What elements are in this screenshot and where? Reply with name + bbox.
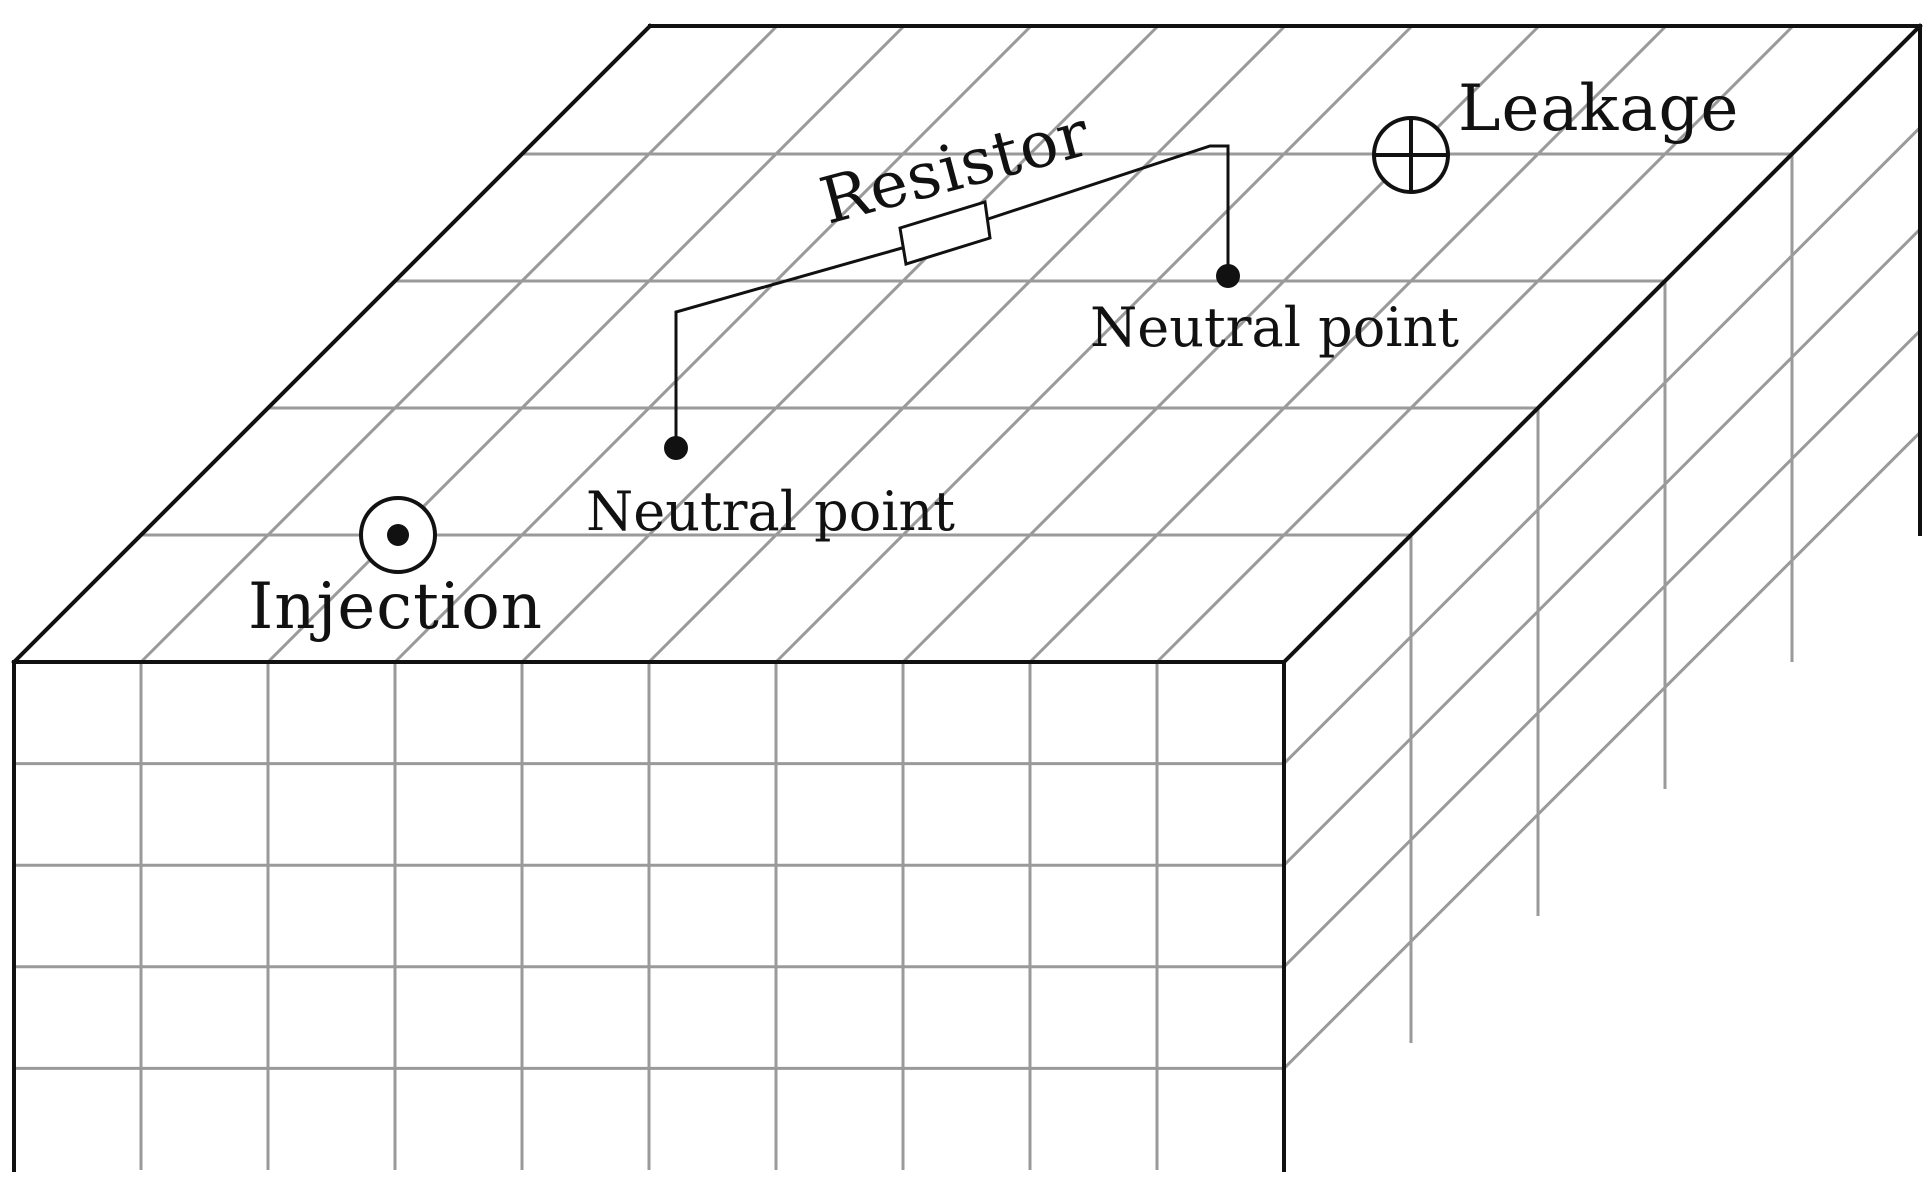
neutral-point-left-dot	[664, 436, 688, 460]
resistor-circuit	[664, 144, 1240, 460]
top-grid-line	[139, 25, 778, 664]
top-grid-line	[520, 25, 1159, 664]
top-grid-line	[393, 25, 1032, 664]
top-right-edge	[1281, 23, 1923, 665]
circle-cross-icon	[1372, 116, 1450, 194]
top-grid-line	[774, 25, 1413, 664]
injection-label: Injection	[248, 570, 543, 644]
top-face-grid	[139, 25, 1794, 664]
front-face-grid	[14, 662, 1284, 1170]
top-grid-line	[1155, 25, 1794, 664]
wire	[674, 246, 903, 448]
neutral-point-right-dot	[1216, 264, 1240, 288]
top-left-edge	[11, 23, 653, 665]
side-grid-line	[1282, 229, 1921, 867]
leakage-label: Leakage	[1458, 72, 1739, 146]
circle-dot-icon	[359, 496, 437, 574]
side-grid-line	[1282, 330, 1921, 968]
block-outline	[11, 23, 1923, 1172]
top-grid-line	[1028, 25, 1667, 664]
neutral-point-left-label: Neutral point	[586, 480, 955, 543]
wire	[987, 144, 1230, 276]
top-grid-line	[647, 25, 1286, 664]
side-face-grid	[1282, 127, 1921, 1070]
side-grid-line	[1282, 127, 1921, 765]
side-grid-line	[1282, 432, 1921, 1070]
resistor-icon	[898, 200, 992, 266]
neutral-point-right-label: Neutral point	[1090, 296, 1459, 359]
